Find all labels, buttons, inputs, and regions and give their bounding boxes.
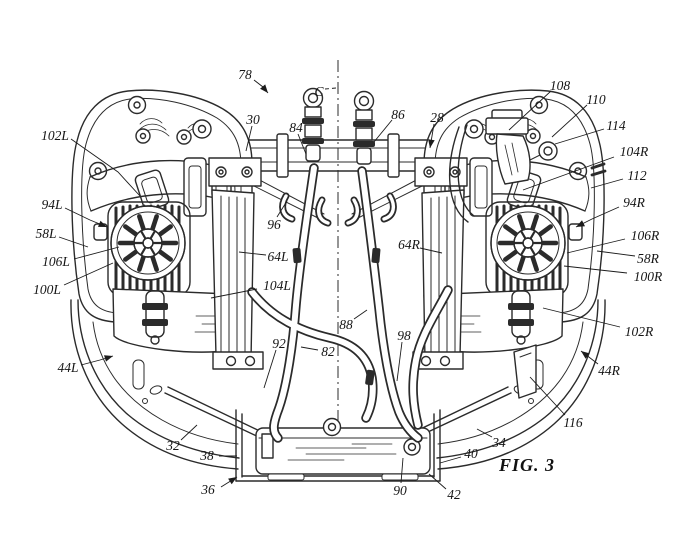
mount-bracket xyxy=(514,345,536,398)
leader-line-58R xyxy=(597,251,635,256)
ref-label-44R: 44R xyxy=(598,363,621,378)
leader-line-82 xyxy=(301,347,318,350)
ref-label-36: 36 xyxy=(200,482,215,497)
ref-label-40: 40 xyxy=(464,446,478,461)
ref-label-82: 82 xyxy=(321,344,335,359)
ref-label-96: 96 xyxy=(267,217,281,232)
leader-line-92 xyxy=(264,350,276,388)
ref-label-38: 38 xyxy=(199,448,214,463)
ref-label-106L: 106L xyxy=(42,254,70,269)
ref-label-112: 112 xyxy=(627,168,646,183)
ref-label-92: 92 xyxy=(272,336,286,351)
leader-line-116 xyxy=(530,377,565,415)
ref-label-98: 98 xyxy=(397,328,411,343)
ref-label-30: 30 xyxy=(245,112,260,127)
ref-label-28: 28 xyxy=(430,110,444,125)
figure-caption: FIG. 3 xyxy=(498,455,555,475)
ref-label-88: 88 xyxy=(339,317,353,332)
ref-label-64R: 64R xyxy=(398,237,421,252)
ref-label-100L: 100L xyxy=(33,282,61,297)
ref-label-104R: 104R xyxy=(620,144,649,159)
ref-label-78: 78 xyxy=(238,67,252,82)
ref-label-90: 90 xyxy=(393,483,407,498)
ref-label-94R: 94R xyxy=(623,195,646,210)
leader-line-98 xyxy=(397,342,402,381)
ref-label-86: 86 xyxy=(391,107,405,122)
ref-label-116: 116 xyxy=(563,415,582,430)
ref-label-102R: 102R xyxy=(625,324,654,339)
leader-line-34 xyxy=(477,429,492,437)
ref-label-32: 32 xyxy=(165,438,180,453)
ref-label-58R: 58R xyxy=(637,251,660,266)
ref-label-C: C xyxy=(314,84,324,99)
ref-label-84: 84 xyxy=(289,120,303,135)
ref-label-44L: 44L xyxy=(57,360,78,375)
ref-label-102L: 102L xyxy=(41,128,69,143)
leader-line-C xyxy=(325,88,336,89)
ref-label-94L: 94L xyxy=(41,197,62,212)
ref-label-114: 114 xyxy=(606,118,625,133)
leader-line-88 xyxy=(354,310,367,319)
ref-label-104L: 104L xyxy=(263,278,291,293)
ref-label-42: 42 xyxy=(447,487,461,502)
ref-label-34: 34 xyxy=(491,435,506,450)
leader-line-32 xyxy=(181,425,197,440)
ref-label-106R: 106R xyxy=(631,228,660,243)
leader-arrowhead-44R xyxy=(581,351,590,359)
ref-label-64L: 64L xyxy=(267,249,288,264)
ref-label-100R: 100R xyxy=(634,269,663,284)
ref-label-58L: 58L xyxy=(35,226,56,241)
leader-arrowhead-44L xyxy=(104,355,113,361)
ref-label-108: 108 xyxy=(550,78,571,93)
ref-label-110: 110 xyxy=(586,92,605,107)
